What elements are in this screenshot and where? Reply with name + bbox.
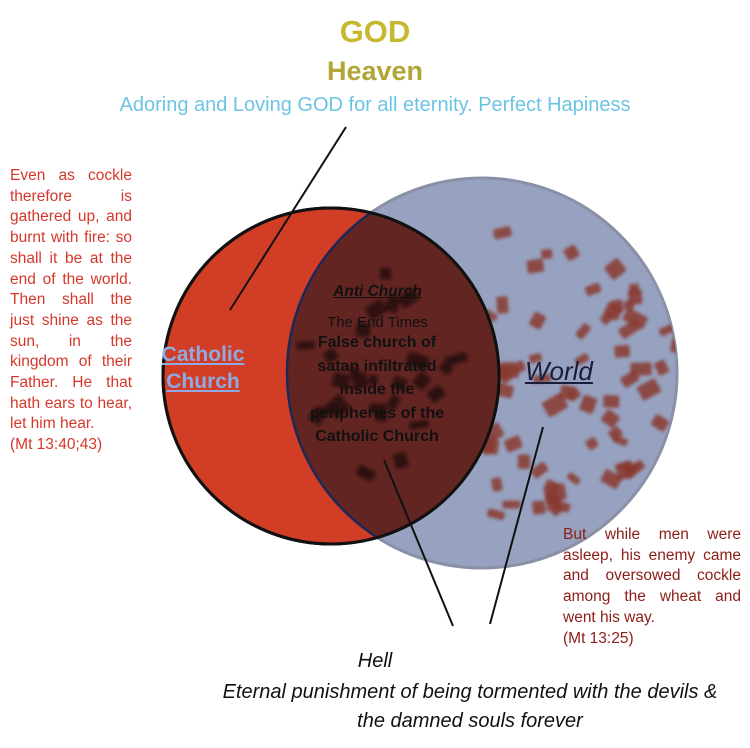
speck: [493, 226, 512, 240]
speck: [491, 477, 503, 492]
speck: [530, 461, 549, 479]
speck: [331, 372, 351, 390]
speck: [566, 472, 581, 485]
false-church-line: Catholic Church: [315, 428, 439, 445]
heaven-pointer-line: [229, 126, 347, 311]
speck: [603, 395, 620, 408]
speck: [379, 267, 392, 280]
false-church-line: False church of: [317, 334, 437, 351]
speck: [575, 323, 591, 340]
speck: [444, 352, 468, 367]
catholic-church-label: Catholic Church: [150, 341, 256, 395]
speck: [658, 324, 675, 337]
speck: [551, 499, 571, 513]
speck: [585, 437, 599, 451]
left-quote-text: Even as cockle therefore is gathered up,…: [10, 167, 132, 433]
speck: [405, 351, 430, 371]
speck: [529, 311, 547, 330]
speck: [541, 393, 568, 418]
speck: [526, 258, 545, 274]
heaven-title: Heaven: [326, 56, 424, 86]
speck: [533, 374, 552, 384]
hell-pointer-line-left: [383, 459, 454, 627]
speck: [351, 372, 369, 389]
speck: [386, 394, 401, 411]
false-church-line: satan infiltrated: [317, 357, 437, 375]
speck: [579, 394, 598, 414]
speck: [349, 366, 360, 378]
speck: [604, 258, 627, 280]
speck: [502, 500, 521, 509]
right-scripture-quote: But while men were asleep, his enemy cam…: [563, 525, 741, 649]
speck: [627, 289, 643, 305]
overlap-outline: [285, 208, 499, 544]
speck: [503, 435, 523, 453]
false-church-line: peripheries of the: [309, 404, 445, 422]
speck: [543, 483, 567, 503]
anti-church-label: Anti Church: [333, 283, 422, 300]
speck: [356, 464, 376, 482]
catholic-label-line1: Catholic: [161, 343, 245, 366]
speck: [532, 500, 546, 515]
left-scripture-quote: Even as cockle therefore is gathered up,…: [10, 166, 132, 456]
speck: [601, 409, 620, 428]
speck: [614, 344, 631, 358]
speck: [427, 385, 446, 403]
speck: [541, 249, 553, 259]
speck: [409, 419, 429, 430]
left-quote-citation: (Mt 13:40;43): [10, 436, 103, 454]
speck: [650, 414, 670, 432]
speck: [486, 508, 505, 521]
speck: [636, 378, 661, 401]
speck: [584, 282, 602, 297]
speck: [393, 452, 409, 469]
speck: [622, 308, 648, 329]
speck: [496, 296, 509, 314]
hell-pointer-line-right: [489, 426, 544, 625]
speck: [369, 403, 387, 414]
speck: [654, 359, 669, 376]
speck: [398, 288, 420, 309]
speck: [391, 376, 408, 392]
speck: [384, 295, 401, 314]
speck: [375, 411, 387, 422]
speck: [600, 311, 615, 325]
speck: [574, 353, 590, 366]
heaven-description: Adoring and Loving GOD for all eternity.…: [119, 94, 631, 116]
catholic-label-line2: Church: [166, 370, 240, 393]
world-label: World: [525, 356, 593, 386]
speck: [368, 374, 378, 385]
catholic-outline: [161, 206, 501, 546]
false-church-line: inside the: [339, 381, 415, 398]
speck: [528, 353, 542, 364]
speck: [567, 387, 581, 402]
right-quote-text: But while men were asleep, his enemy cam…: [563, 526, 741, 626]
speck: [630, 362, 652, 376]
speck: [517, 454, 531, 469]
speck: [608, 426, 623, 441]
speck: [355, 322, 371, 338]
end-times-label: The End Times: [327, 314, 428, 331]
speck: [412, 371, 431, 391]
speck: [600, 469, 623, 489]
hell-description: Eternal punishment of being tormented wi…: [222, 681, 718, 732]
speck: [618, 319, 641, 339]
false-church-text: False church of satan infiltrated inside…: [272, 331, 482, 449]
speck: [614, 460, 636, 481]
right-quote-citation: (Mt 13:25): [563, 629, 634, 647]
god-title: GOD: [339, 14, 411, 49]
speck: [498, 361, 515, 371]
hell-title: Hell: [357, 650, 393, 672]
speck: [365, 299, 388, 321]
speck: [563, 244, 580, 261]
speck: [331, 401, 351, 419]
speck: [296, 340, 315, 350]
speck: [439, 361, 454, 376]
speck: [323, 348, 339, 364]
